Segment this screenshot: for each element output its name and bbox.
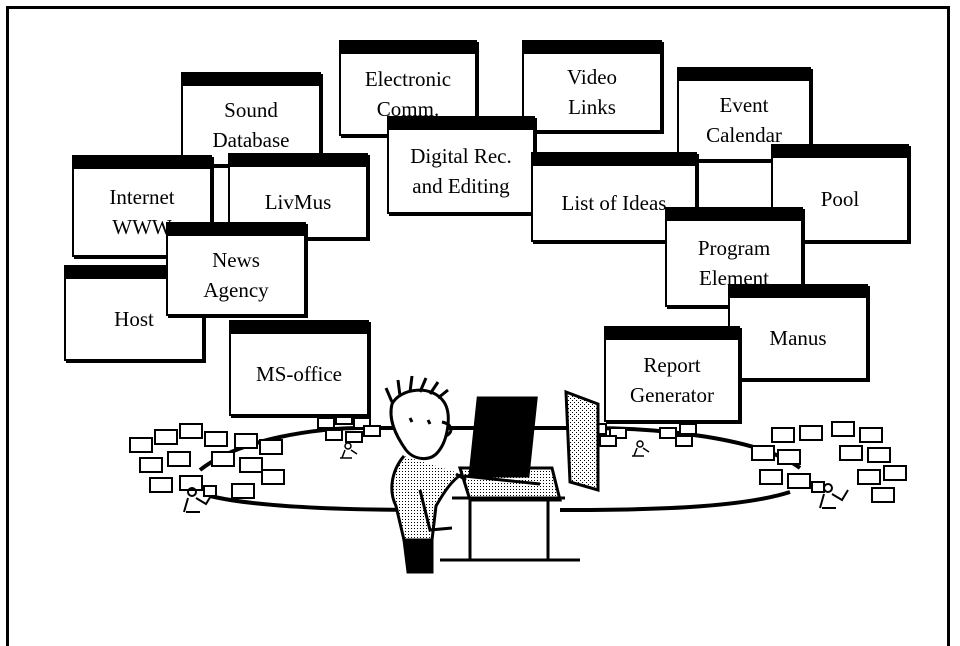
desk-workstation: [440, 389, 600, 562]
window-label: Internet WWW: [109, 185, 175, 239]
list-of-ideas-window: List of Ideas: [531, 152, 697, 242]
right-computer-cluster: [751, 421, 907, 503]
center-left-user-figure: [340, 442, 358, 459]
news-agency-window: News Agency: [166, 222, 306, 316]
window-label: Video Links: [566, 65, 618, 119]
window-label: Report Generator: [630, 353, 714, 407]
window-label: Pool: [820, 187, 860, 211]
window-label: News Agency: [203, 248, 269, 302]
video-links-window: Video Links: [522, 40, 662, 132]
ms-office-window: MS-office: [229, 320, 369, 416]
window-label: Digital Rec. and Editing: [410, 144, 512, 198]
report-generator-window: Report Generator: [604, 326, 740, 422]
window-label: Event Calendar: [706, 93, 782, 147]
digital-rec-window: Digital Rec. and Editing: [387, 116, 535, 214]
left-user-figure: [183, 485, 217, 513]
right-user-figure: [811, 481, 849, 509]
window-label: Manus: [769, 326, 827, 350]
window-label: LivMus: [264, 190, 332, 214]
network-illustration: [129, 375, 907, 574]
window-label: Host: [114, 307, 154, 331]
person-at-computer: [384, 375, 467, 574]
sound-database-window: Sound Database: [181, 72, 321, 166]
manus-window: Manus: [728, 284, 868, 380]
left-computer-cluster: [129, 423, 285, 499]
window-label: Sound Database: [212, 98, 290, 152]
window-label: MS-office: [256, 362, 342, 386]
center-right-user-figure: [632, 440, 650, 457]
window-label: List of Ideas: [561, 191, 667, 215]
event-calendar-window: Event Calendar: [677, 67, 811, 161]
window-label: Program Element: [697, 236, 771, 290]
center-left-computer-cluster: [317, 413, 381, 443]
